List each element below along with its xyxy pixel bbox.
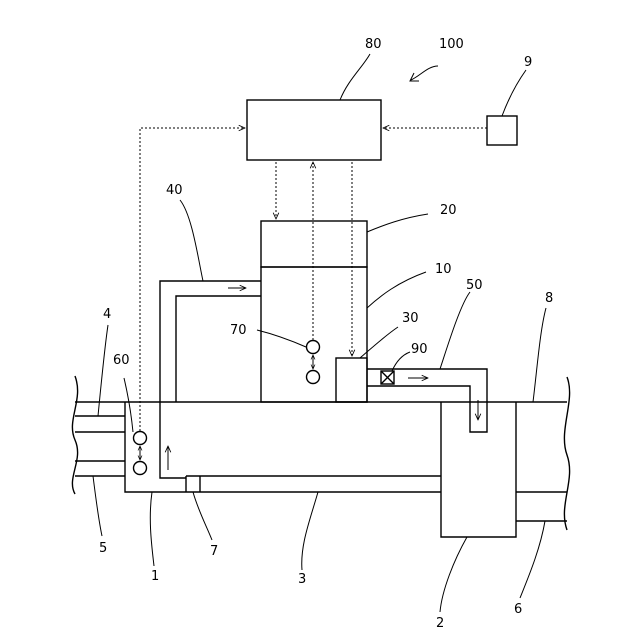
valve-90-cross (381, 371, 394, 384)
sensor-60-top (134, 432, 147, 445)
pipe-40-outer (160, 281, 261, 478)
leader-5 (93, 476, 102, 536)
label-1: 1 (151, 569, 159, 584)
pipe-50-inner (367, 386, 470, 402)
label-7: 7 (210, 544, 218, 559)
label-8: 8 (545, 291, 553, 306)
label-10: 10 (435, 262, 452, 277)
leader-6 (520, 521, 545, 598)
label-9: 9 (524, 55, 532, 70)
leader-40 (180, 200, 203, 281)
leader-90 (392, 352, 410, 371)
label-80: 80 (365, 37, 382, 52)
body-10-box (261, 267, 367, 402)
tank-2-outline (441, 402, 516, 537)
label-70: 70 (230, 323, 247, 338)
leader-2 (440, 537, 467, 612)
sensor-60-bottom (134, 462, 147, 475)
label-40: 40 (166, 183, 183, 198)
controller-box (247, 100, 381, 160)
leader-8 (533, 308, 546, 402)
leader-70 (257, 330, 306, 347)
leader-30 (360, 327, 398, 358)
label-4: 4 (103, 307, 111, 322)
label-2: 2 (436, 616, 444, 631)
right-wavy-edge (564, 377, 569, 530)
label-90: 90 (411, 342, 428, 357)
leader-100 (411, 66, 438, 80)
label-30: 30 (402, 311, 419, 326)
label-6: 6 (514, 602, 522, 617)
leader-1 (150, 492, 154, 566)
label-3: 3 (298, 572, 306, 587)
unit-20-box (261, 221, 367, 267)
leader-80 (340, 54, 370, 100)
leader-10 (367, 272, 426, 308)
label-5: 5 (99, 541, 107, 556)
sensor-70-bottom (307, 371, 320, 384)
leader-7 (193, 492, 212, 540)
sensor-9-box (487, 116, 517, 145)
leader-9 (502, 70, 526, 116)
signal-line-60-to-80 (140, 128, 245, 431)
leader-3 (302, 492, 318, 570)
sensor-70-top (307, 341, 320, 354)
box-30 (336, 358, 367, 402)
label-100: 100 (439, 37, 464, 52)
leader-50 (440, 292, 470, 369)
label-60: 60 (113, 353, 130, 368)
right-duct-lines (516, 402, 567, 521)
leader-20 (367, 214, 428, 232)
pipe-40-inner (176, 296, 261, 402)
label-20: 20 (440, 203, 457, 218)
left-duct-lines (75, 402, 125, 476)
pipe-3 (186, 476, 441, 492)
label-50: 50 (466, 278, 483, 293)
